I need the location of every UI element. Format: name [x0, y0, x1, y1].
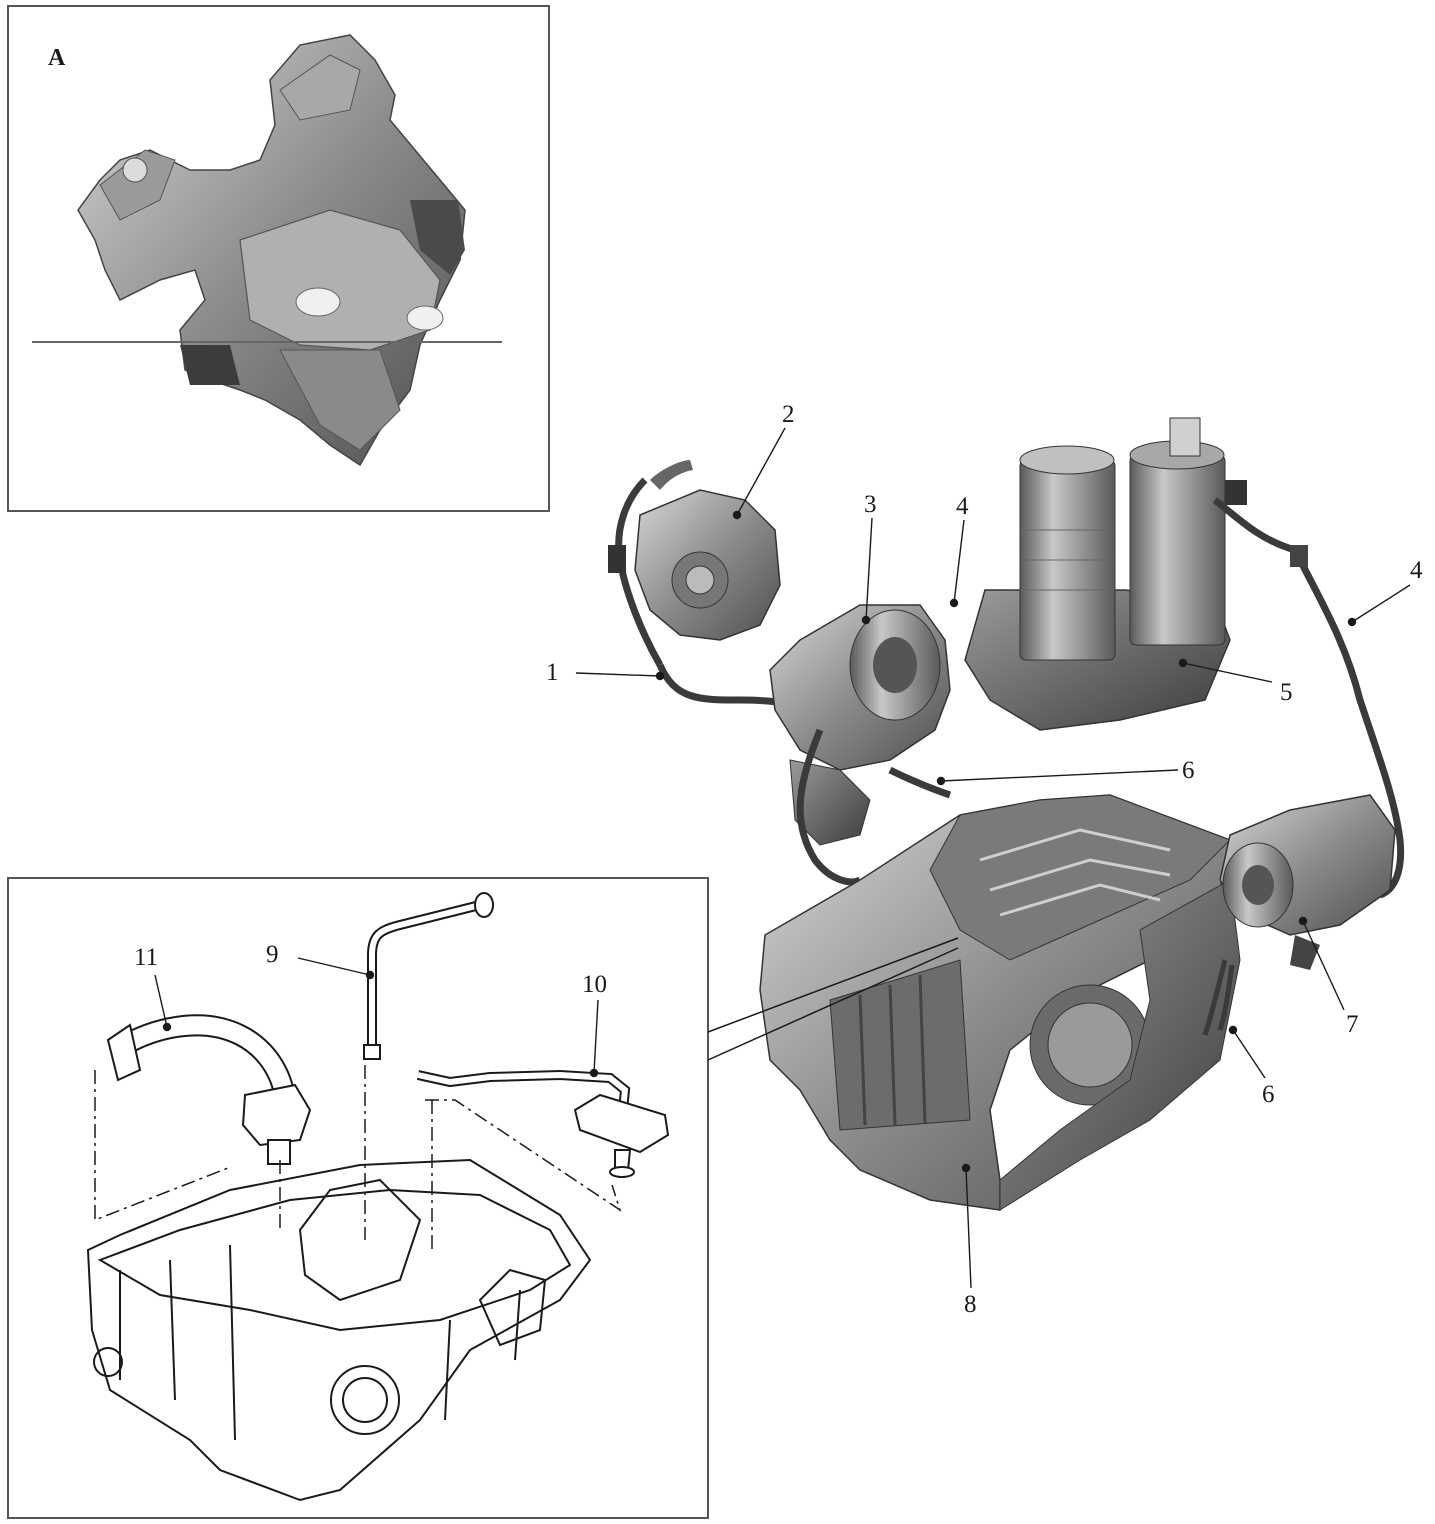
- callout-4-right: 4: [1410, 557, 1423, 584]
- inset-bottom-frame: [7, 877, 709, 1519]
- callout-1: 1: [546, 659, 559, 686]
- callout-9: 9: [266, 941, 279, 968]
- component-4-hose: [1212, 497, 1405, 899]
- callout-5: 5: [1280, 679, 1293, 706]
- component-5-oil-filter-module: [964, 417, 1247, 731]
- component-11-oil-pickup-tube: [106, 1014, 312, 1165]
- inset-pointer-lines: [707, 937, 959, 1061]
- callout-3: 3: [864, 491, 877, 518]
- callout-4-top: 4: [956, 493, 969, 520]
- component-7-turbocharger: [1202, 794, 1396, 1036]
- component-8-engine-block: [759, 794, 1241, 1211]
- callout-10: 10: [582, 971, 607, 998]
- callout-6-upper: 6: [1182, 757, 1195, 784]
- inset-a-engine: [32, 34, 502, 467]
- callout-8: 8: [964, 1291, 977, 1318]
- callout-2: 2: [782, 401, 795, 428]
- inset-a-label: A: [48, 45, 66, 71]
- oil-pan: [86, 1158, 592, 1502]
- callout-7: 7: [1346, 1011, 1359, 1038]
- component-10-tube: [416, 1069, 670, 1178]
- component-9-tube: [363, 892, 494, 1060]
- callout-11: 11: [134, 944, 159, 971]
- leader-lines: [154, 427, 1411, 1289]
- component-2-pump: [608, 460, 781, 667]
- callout-6-lower: 6: [1262, 1081, 1275, 1108]
- assembly-guide-lines: [94, 1065, 622, 1250]
- component-3-turbocharger: [769, 604, 952, 886]
